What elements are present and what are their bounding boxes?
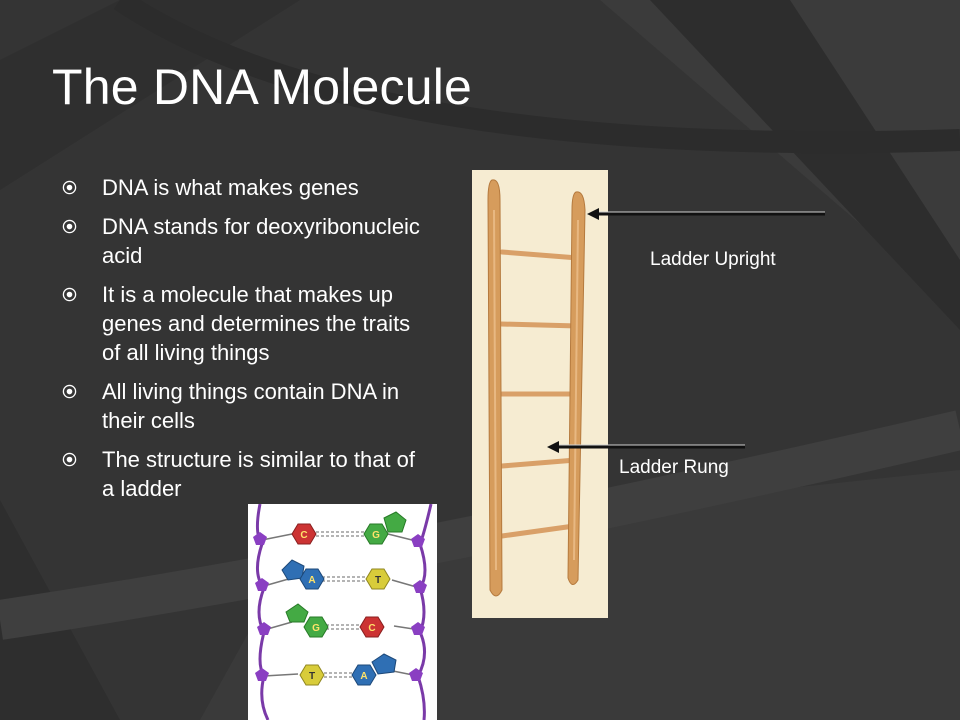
base-label: A <box>308 575 315 586</box>
base-label: G <box>372 530 380 541</box>
bullet-item: DNA is what makes genes <box>62 173 432 202</box>
bullet-text: The structure is similar to that of a la… <box>102 447 415 501</box>
bullet-list: DNA is what makes genes DNA stands for d… <box>62 173 432 513</box>
base-label: C <box>300 530 307 541</box>
bullet-item: It is a molecule that makes up genes and… <box>62 280 432 367</box>
ladder-rung-label: Ladder Rung <box>619 457 729 478</box>
target-bullet-icon <box>62 219 77 234</box>
bullet-text: DNA is what makes genes <box>102 175 359 200</box>
slide-title: The DNA Molecule <box>52 59 473 115</box>
ladder-upright-label: Ladder Upright <box>650 249 776 270</box>
target-bullet-icon <box>62 384 77 399</box>
bullet-text: DNA stands for deoxyribonucleic acid <box>102 214 420 268</box>
bullet-item: The structure is similar to that of a la… <box>62 445 432 503</box>
bullet-text: All living things contain DNA in their c… <box>102 379 400 433</box>
base-label: A <box>360 671 367 682</box>
upright-arrow <box>587 208 825 220</box>
target-bullet-icon <box>62 287 77 302</box>
dna-diagram: C G A T G C T A <box>248 504 437 720</box>
ladder-image <box>472 170 608 618</box>
base-label: T <box>375 575 381 586</box>
target-bullet-icon <box>62 452 77 467</box>
base-label: T <box>309 671 315 682</box>
base-label: G <box>312 623 320 634</box>
bullet-item: DNA stands for deoxyribonucleic acid <box>62 212 432 270</box>
bullet-text: It is a molecule that makes up genes and… <box>102 282 411 365</box>
target-bullet-icon <box>62 180 77 195</box>
base-label: C <box>368 623 375 634</box>
bullet-item: All living things contain DNA in their c… <box>62 377 432 435</box>
rung-arrow <box>547 441 745 453</box>
